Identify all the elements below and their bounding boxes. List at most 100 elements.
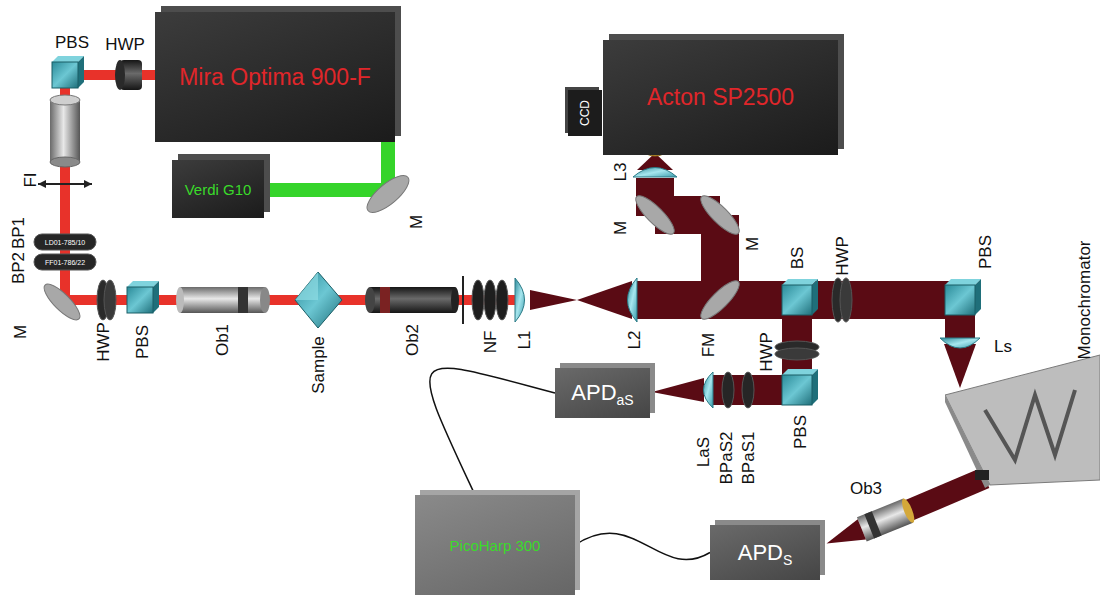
notch-filter: [472, 280, 508, 320]
mirror: [362, 170, 415, 219]
signal-beam: [636, 281, 960, 319]
faraday-isolator: [50, 95, 80, 167]
label-group: PicoHarp 300: [450, 537, 541, 554]
objective: [176, 287, 270, 313]
lens: [940, 338, 980, 348]
beam-splitter-cube: [782, 285, 812, 315]
half-wave-plate: [775, 341, 819, 360]
mirror: [631, 191, 744, 239]
objective: [260, 287, 270, 313]
half-wave-plate: [115, 60, 125, 90]
signal-beam: [652, 378, 704, 402]
label-group: CCD: [578, 100, 592, 126]
faraday-isolator: [50, 95, 80, 105]
part-label: BP1: [10, 217, 27, 249]
part-label: LaS: [695, 437, 712, 467]
laser-box: Mira Optima 900-F: [155, 12, 395, 142]
part-label: L2: [626, 331, 643, 350]
beam-splitter-cube: [812, 369, 818, 405]
instrument-label: APD: [571, 380, 616, 406]
part-label: M: [12, 325, 29, 339]
objective: [822, 497, 917, 556]
camera-box: CCD: [568, 90, 602, 136]
instrument-label: Mira Optima 900-F: [179, 64, 371, 91]
beam-splitter-cube: [153, 281, 159, 313]
part-label: Sample: [310, 336, 327, 394]
mirror: [696, 191, 744, 239]
part-label: BPaS2: [718, 432, 735, 485]
part-label: FM: [700, 333, 717, 358]
part-label: M: [612, 221, 629, 235]
band-pass-filter: [34, 254, 96, 270]
band-pass-filter: [742, 372, 754, 408]
sample-prism: [295, 272, 342, 328]
part-label: PBS: [977, 235, 994, 269]
half-wave-plate: [832, 278, 852, 322]
lens: [628, 278, 638, 322]
lens: [633, 168, 677, 178]
label-group: Verdi G10: [185, 181, 252, 198]
part-label: M: [744, 237, 761, 251]
iris: [38, 183, 92, 185]
signal-beam: [944, 344, 976, 388]
beam-splitter-cube: [782, 279, 818, 315]
part-label: FI: [22, 172, 39, 187]
beam-splitter-cube: [782, 369, 818, 375]
lens: [628, 278, 638, 322]
half-wave-plate: [840, 278, 852, 322]
objective: [822, 519, 865, 554]
objective: [176, 287, 184, 313]
counter-box: PicoHarp 300: [415, 495, 575, 595]
beam-splitter-cube: [812, 279, 818, 315]
notch-filter: [496, 280, 508, 320]
signal-cable: [430, 368, 555, 495]
band-pass-filter: [34, 234, 96, 250]
sample-prism: [295, 272, 342, 328]
part-label: PBS: [55, 34, 89, 51]
part-label: Ls: [994, 338, 1012, 355]
notch-filter: [472, 280, 484, 320]
faraday-isolator: [50, 157, 80, 167]
objective: [365, 287, 375, 313]
instrument-label: CCD: [578, 100, 592, 126]
instrument-label: APD: [738, 540, 783, 566]
part-label: M: [408, 215, 425, 229]
objective: [238, 287, 248, 313]
band-pass-filter: [722, 372, 754, 408]
half-wave-plate: [775, 348, 819, 360]
part-label: HWP: [758, 332, 775, 372]
beam-splitter-cube: [127, 287, 153, 313]
label-group: APDaS: [571, 380, 633, 406]
signal-beam: [530, 290, 577, 310]
spectrometer-box: Acton SP2500: [603, 40, 838, 155]
half-wave-plate: [104, 280, 116, 320]
instrument-label: aS: [617, 392, 634, 408]
lens: [704, 372, 714, 408]
instrument-label: Acton SP2500: [647, 84, 794, 111]
part-label: Ob1: [214, 324, 231, 356]
part-label: HWP: [834, 236, 851, 276]
instrument-label: PicoHarp 300: [450, 537, 541, 554]
signal-beam: [905, 478, 985, 512]
part-label: NF: [482, 331, 499, 354]
part-label: L3: [612, 163, 629, 182]
pump-beam: [264, 183, 388, 197]
beam-splitter-cube: [52, 62, 78, 88]
part-label: HWP: [105, 36, 145, 53]
pump-laser-box: Verdi G10: [172, 160, 264, 218]
objective: [365, 287, 459, 313]
band-pass-filter: [34, 234, 96, 270]
sample-prism: [295, 272, 318, 300]
lens: [515, 278, 525, 322]
beam-splitter-cube: [782, 369, 818, 405]
flip-mirror: [696, 276, 744, 324]
beam-splitter-cube: [52, 56, 84, 88]
instrument-label: Monochromator: [1075, 240, 1095, 359]
exit-slit: [975, 470, 989, 480]
mirror: [362, 170, 415, 219]
filter-marking: LD01-785/10: [45, 239, 85, 246]
part-label: BP2: [10, 252, 27, 284]
signal-beam: [530, 153, 985, 512]
part-label: L1: [516, 331, 533, 350]
part-label: BS: [789, 247, 806, 270]
